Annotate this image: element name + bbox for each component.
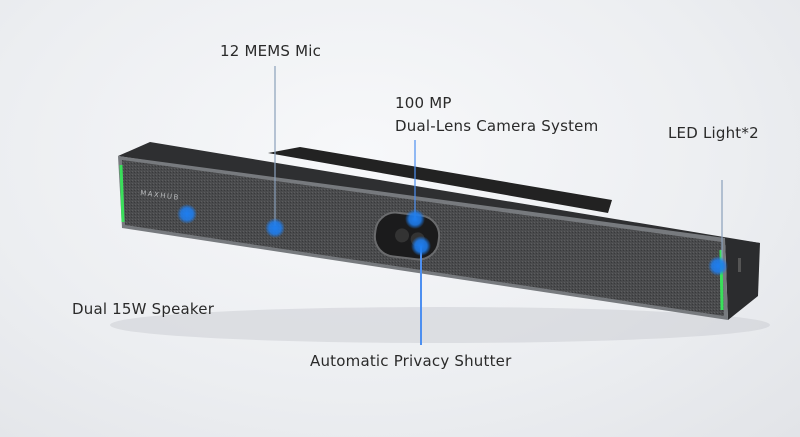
label-camera-resolution: 100 MP xyxy=(395,94,452,112)
led-hotspot xyxy=(708,256,728,276)
camera-hotspot xyxy=(405,209,425,229)
mic-grille xyxy=(268,147,612,213)
shadow xyxy=(110,307,770,343)
speaker-hotspot-1 xyxy=(177,204,197,224)
label-camera-system: Dual-Lens Camera System xyxy=(395,117,599,135)
speaker-hotspot-2 xyxy=(265,218,285,238)
label-led: LED Light*2 xyxy=(668,124,759,142)
end-cap xyxy=(725,238,760,320)
port-icon xyxy=(738,258,741,272)
label-mic: 12 MEMS Mic xyxy=(220,42,322,60)
label-speaker: Dual 15W Speaker xyxy=(72,300,215,318)
led-left xyxy=(119,164,125,223)
label-shutter: Automatic Privacy Shutter xyxy=(310,352,512,370)
shutter-hotspot xyxy=(411,236,431,256)
callout-lines xyxy=(274,66,723,345)
hotspots xyxy=(177,204,728,276)
